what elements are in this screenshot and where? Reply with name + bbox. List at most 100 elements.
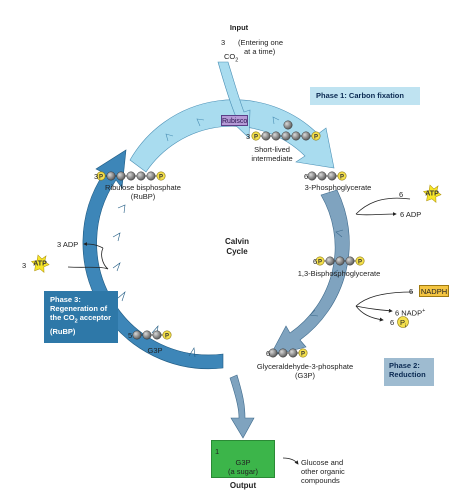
pga-carbon (317, 171, 327, 181)
phase2-line2: Reduction (389, 370, 426, 379)
co2-count: 3 (221, 38, 226, 47)
intermediate-carbon (261, 131, 271, 141)
energy-arrows (67, 197, 414, 465)
cycle-label-line1: Calvin (224, 237, 250, 246)
intermediate-label-line1: Short-lived (254, 145, 290, 154)
cycle-label-line2: Cycle (226, 247, 248, 256)
bpg-name: 1,3-Bisphosphoglycerate (297, 269, 381, 278)
bpg-phosphate (315, 256, 325, 266)
bpg-phosphate-letter: P (358, 259, 362, 265)
atp-burst-phase3 (30, 254, 50, 273)
pi-letter: P (400, 318, 406, 327)
nadph-badge: NADPH (419, 285, 449, 297)
rubp-count: 3 (94, 172, 99, 181)
phase3-chevrons (112, 204, 196, 358)
rubp-name-line1: Ribulose bisphosphate (105, 183, 181, 192)
input-note-line2: at a time) (244, 47, 276, 56)
product-line3: compounds (301, 476, 340, 485)
intermediate-label-line2: intermediate (251, 154, 293, 163)
phase3-line3: the CO2 acceptor (50, 313, 112, 327)
g3p-phosphate (298, 348, 308, 358)
intermediate-extra-carbon (283, 120, 293, 130)
atp-phase2-label: ATP (425, 190, 439, 198)
output-note: (a sugar) (227, 467, 259, 476)
g3p-regen-name: G3P (147, 346, 163, 355)
phase3-line1: Phase 3: (50, 295, 81, 304)
intermediate-carbon (271, 131, 281, 141)
input-heading: Input (229, 23, 249, 32)
rubp-phosphate-letter: P (99, 174, 103, 180)
output-count: 1 (215, 447, 220, 456)
bpg-carbon (325, 256, 335, 266)
g3p-regen-count: 5 (128, 331, 133, 340)
rubp-carbon (116, 171, 126, 181)
adp-phase3: 3 ADP (57, 240, 79, 249)
rubp-phosphate (96, 171, 106, 181)
pga-name: 3-Phosphoglycerate (304, 183, 372, 192)
g3p-carbon (288, 348, 298, 358)
g3p-name-line2: (G3P) (294, 371, 316, 380)
output-arrow (229, 374, 255, 439)
bpg-phosphate-letter: P (318, 259, 322, 265)
pga-carbon (307, 171, 317, 181)
phase2-line1: Phase 2: (389, 361, 420, 370)
bpg-count: 6 (313, 257, 318, 266)
phase2-chevrons (309, 229, 344, 317)
phase3-line3-pre: the CO (50, 313, 75, 322)
input-note-line1: (Entering one (238, 38, 284, 47)
g3p-regen-carbon (132, 330, 142, 340)
rubp-carbon (136, 171, 146, 181)
rubp-carbon (126, 171, 136, 181)
phase1-chevrons (165, 116, 280, 142)
bpg-carbon (335, 256, 345, 266)
phase3-line4: (RuBP) (50, 326, 76, 336)
nadph-count: 6 (409, 287, 414, 296)
pga-phosphate (337, 171, 347, 181)
g3p-regen-phosphate-letter: P (165, 333, 169, 339)
phase1-label: Phase 1: Carbon fixation (310, 87, 420, 105)
pga-count: 6 (304, 172, 309, 181)
co2-molecule: CO (224, 52, 236, 61)
atp-phase3-label: ATP (33, 260, 47, 268)
product-line1: Glucose and (301, 458, 344, 467)
adp-phase2: 6 ADP (400, 210, 422, 219)
pi-count: 6 (390, 318, 395, 327)
g3p-phosphate-letter: P (301, 351, 305, 357)
product-line2: other organic (301, 467, 345, 476)
rubp-carbon (106, 171, 116, 181)
intermediate-phosphate (251, 131, 261, 141)
pga-carbon (327, 171, 337, 181)
rubp-carbon (146, 171, 156, 181)
g3p-regen-carbon (152, 330, 162, 340)
intermediate-carbon (291, 131, 301, 141)
g3p-count: 6 (266, 349, 271, 358)
atp-burst-phase2 (422, 184, 442, 203)
nadp-superscript: + (422, 308, 426, 314)
bpg-carbon (345, 256, 355, 266)
g3p-carbon (268, 348, 278, 358)
output-g3p-box (211, 440, 275, 478)
intermediate-carbon (281, 131, 291, 141)
pi-subscript: i (405, 323, 407, 330)
phase1-arrow (129, 99, 335, 173)
phase3-line2: Regeneration of (50, 304, 108, 313)
pi-symbol (397, 316, 409, 328)
intermediate-count: 3 (246, 132, 251, 141)
phase3-line3-sub: 2 (74, 318, 78, 325)
co2-label: CO2 (224, 52, 238, 66)
output-name: G3P (235, 458, 251, 467)
g3p-regen-phosphate (162, 330, 172, 340)
phase3-line3-post: acceptor (77, 313, 112, 322)
pga-phosphate-letter: P (340, 174, 344, 180)
g3p-name-line1: Glyceraldehyde-3-phosphate (256, 362, 354, 371)
rubp-phosphate (156, 171, 166, 181)
bpg-phosphate (355, 256, 365, 266)
rubp-phosphate-letter: P (159, 174, 163, 180)
intermediate-carbon (301, 131, 311, 141)
output-heading: Output (229, 481, 257, 490)
g3p-regen-carbon (142, 330, 152, 340)
rubp-name-line2: (RuBP) (130, 192, 156, 201)
atp-phase2-count: 6 (399, 190, 404, 199)
phase2-label: Phase 2: Reduction (384, 358, 434, 386)
